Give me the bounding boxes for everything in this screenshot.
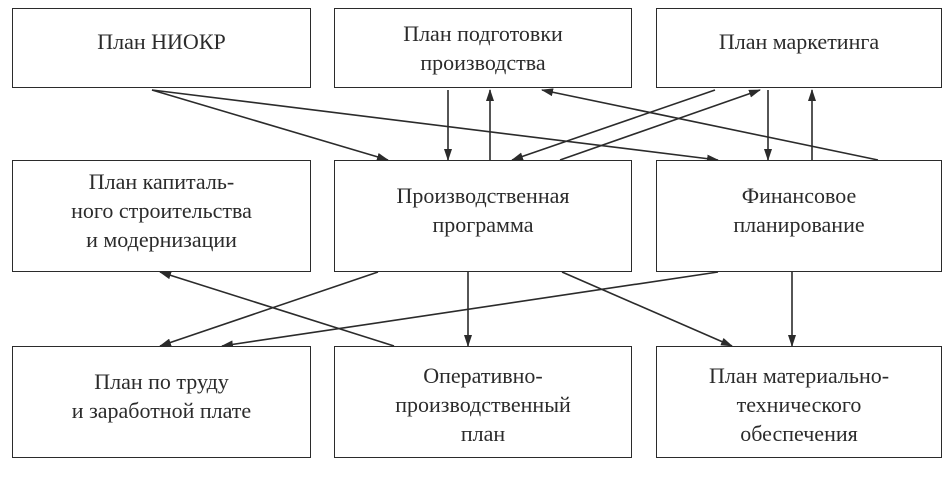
box-prep-line: производства <box>420 50 546 75</box>
arrow-program-to-marketing <box>559 89 761 161</box>
box-production-program: Производственная программа <box>334 160 632 272</box>
box-production-preparation-plan: План подготовки производства <box>334 8 632 88</box>
box-capital-line: ного строительства <box>71 198 252 223</box>
arrow-finance-to-prep <box>541 88 879 161</box>
box-labor-line: и заработной плате <box>71 398 252 423</box>
box-operative-line: Оперативно- <box>423 363 543 388</box>
box-prep-line: План подготовки <box>403 21 563 46</box>
box-operative-line: план <box>460 421 506 446</box>
box-niokr-plan: План НИОКР <box>12 8 311 88</box>
box-marketing-line: План маркетинга <box>718 29 880 54</box>
arrow-niokr-to-program <box>151 89 389 161</box>
arrow-program-to-labor <box>159 271 379 347</box>
box-material-supply-plan: План материально- технического обеспечен… <box>656 346 942 458</box>
box-financial-planning: Финансовое планирование <box>656 160 942 272</box>
box-operative-production-plan: Оперативно- производственный план <box>334 346 632 458</box>
box-capital-line: План капиталь- <box>88 169 235 194</box>
arrow-niokr-to-finance <box>151 89 719 163</box>
arrow-operative-to-capital <box>159 271 395 347</box>
arrow-marketing-to-program <box>511 89 716 161</box>
box-capital-construction-plan: План капиталь- ного строительства и моде… <box>12 160 311 272</box>
box-labor-line: План по труду <box>94 369 229 394</box>
arrow-finance-to-labor <box>221 271 719 349</box>
box-program-line: программа <box>432 212 534 237</box>
box-material-line: План материально- <box>708 363 890 388</box>
box-program-line: Производственная <box>396 183 570 208</box>
box-finance-line: Финансовое <box>741 183 857 208</box>
box-niokr-line: План НИОКР <box>97 29 226 54</box>
box-material-line: обеспечения <box>740 421 858 446</box>
box-finance-line: планирование <box>733 212 865 237</box>
box-capital-line: и модернизации <box>86 227 237 252</box>
box-marketing-plan: План маркетинга <box>656 8 942 88</box>
arrow-program-to-material <box>561 271 733 347</box>
box-material-line: технического <box>736 392 862 417</box>
box-labor-wages-plan: План по труду и заработной плате <box>12 346 311 458</box>
box-operative-line: производственный <box>395 392 571 417</box>
